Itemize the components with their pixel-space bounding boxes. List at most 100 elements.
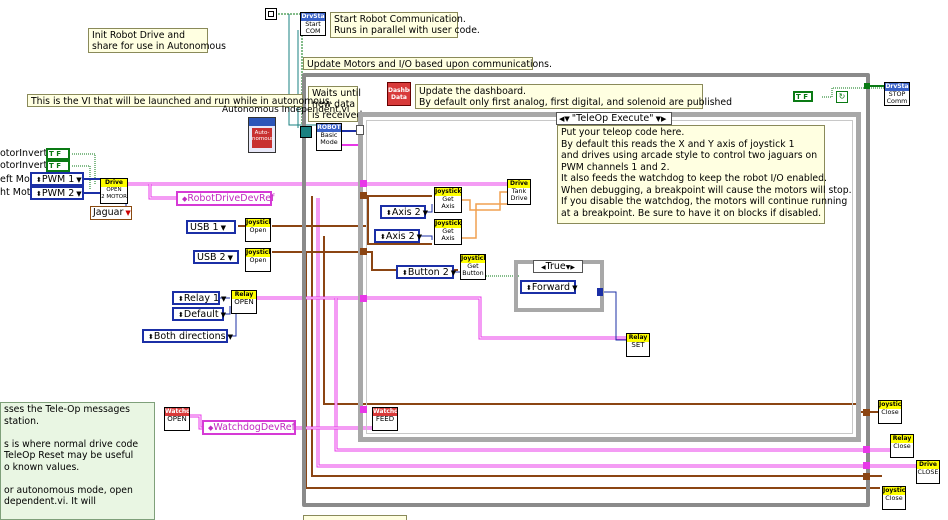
stop-comm-bool[interactable]: T F [793,91,813,102]
joystick-open-vi-1[interactable]: Joystick Open [245,218,271,242]
relay-open-vi[interactable]: Relay OPEN [231,290,257,314]
usb2-dropdown-icon[interactable]: ▼ [227,254,233,262]
true-dec-icon[interactable]: ◀ [540,264,546,271]
robot-basic-mode-vi[interactable]: ROBOT Basic Mode [316,123,342,151]
mode-indicator [300,126,312,138]
drive-close-vi[interactable]: Drive CLOSE [916,460,940,484]
true-case-label: True [545,261,566,272]
usb2-select[interactable]: USB 2▼ [193,250,239,264]
tunnel-loop-2 [863,462,870,469]
default-arrow: ⬍ [178,311,184,319]
case-teleop-label: "TeleOp Execute" [571,113,654,124]
get-axis-vi-1[interactable]: Joystick Get Axis [434,187,462,213]
drive-close-text: CLOSE [917,468,939,476]
pwm1-dropdown-icon[interactable]: ▼ [76,176,82,184]
wire-teal-1 [288,14,316,126]
true-inc-icon[interactable]: ▼▶ [565,264,576,271]
tank-drive-vi[interactable]: Drive Tank Drive [507,179,531,205]
default-select[interactable]: ⬍Default▼ [172,307,226,321]
case-dec-icon[interactable]: ◀▼ [559,115,570,123]
dashbd-body: Data [391,94,407,101]
drive-open-vi[interactable]: Drive OPEN 2 MOTOR [100,178,128,204]
basic-mode-pink-term [342,144,362,146]
axis2b-value: Axis 2 [385,231,415,242]
teleop-case-selector[interactable]: ◀▼"TeleOp Execute"▼▶ [556,112,672,125]
autonomous-vi-label: Autonomous Independent.vi [222,105,350,115]
joystick-open-text-2: Open [249,256,267,264]
button2-arrow: ⬍ [402,269,408,277]
usb1-select[interactable]: USB 1▼ [186,220,236,234]
usb1-value: USB 1 [190,222,219,233]
loop-stop-terminal[interactable] [864,83,870,89]
relay-close-text: Close [893,442,911,450]
joystick-close-text-1: Close [881,408,899,416]
watchdog-feed-vi[interactable]: Watchdog FEED [372,407,398,431]
pwm2-select[interactable]: ⬍PWM 2▼ [30,186,84,200]
dashboard-vi[interactable]: Dashbd Data [387,82,411,106]
bottom-note-fragment [303,515,407,520]
case-inc-icon[interactable]: ▼▶ [655,115,667,123]
joystick-open-vi-2[interactable]: Joystick Open [245,248,271,272]
usb1-dropdown-icon[interactable]: ▼ [220,224,226,232]
motor-inverted-bool-2[interactable]: T F [46,160,70,172]
axis2-select-b[interactable]: ⬍Axis 2▼ [374,229,423,243]
tunnel-brown-1 [360,192,367,199]
forward-dropdown-icon[interactable]: ▼ [572,284,578,292]
jaguar-value: Jaguar [93,207,124,218]
watchdog-open-text: OPEN [167,415,187,423]
motor-inverted-bool-1[interactable]: T F [46,148,70,160]
joystick-close-vi-2[interactable]: Joystick Close [882,486,906,510]
update-dashboard-note: Update the dashboard. By default only fi… [415,84,732,109]
pwm1-select[interactable]: ⬍PWM 1▼ [30,172,84,186]
stop-comm-select-icon[interactable]: ↻ [836,91,848,103]
true-case-selector[interactable]: ◀True▼▶ [533,260,583,273]
forward-value: Forward [531,282,571,293]
axis2-select-a[interactable]: ⬍Axis 2▼ [380,205,429,219]
relay1-select[interactable]: ⬍Relay 1▼ [172,291,226,305]
while-loop[interactable] [302,73,870,507]
watchdog-ref-icon: ◆ [208,424,214,432]
button2-select[interactable]: ⬍Button 2▼ [396,265,457,279]
robot-drive-devref[interactable]: ◆RobotDriveDevRef [176,191,275,206]
relay-set-vi[interactable]: Relay SET [626,333,650,357]
autonomous-vi-icon[interactable]: Auto- nomous [248,117,276,153]
true-case-out-tunnel [597,288,603,296]
selector-terminal [356,125,364,135]
drive-open-text: OPEN 2 MOTOR [101,187,127,200]
stop-comm-vi[interactable]: DrvSta STOP Comm [884,82,910,106]
relay1-dropdown-icon[interactable]: ▼ [221,295,227,303]
pwm2-dropdown-icon[interactable]: ▼ [76,190,82,198]
robot-drive-ref-icon: ◆ [182,195,188,203]
button2-dropdown-icon[interactable]: ▼ [450,269,457,277]
watchdog-open-vi[interactable]: Watchdog OPEN [164,407,190,431]
joystick-open-text-1: Open [249,226,267,234]
both-directions-select[interactable]: ⬍Both directions▼ [142,329,233,343]
watchdog-ref-label: WatchdogDevRef [213,422,295,433]
get-axis-vi-2[interactable]: Joystick Get Axis [434,219,462,245]
get-axis-text-2: Get Axis [441,227,455,242]
both-dir-dropdown-icon[interactable]: ▼ [227,333,233,341]
pwm2-value: PWM 2 [41,188,75,199]
robot-drive-ref-label: RobotDriveDevRef [187,193,275,204]
axis2a-dropdown-icon[interactable]: ▼ [422,209,429,217]
watchdog-devref[interactable]: ◆WatchdogDevRef [202,420,296,435]
tunnel-loop-1 [863,446,870,453]
jaguar-dropdown-icon[interactable]: ▼ [125,209,131,217]
true-constant-top[interactable] [265,8,277,20]
waits-until-note: Waits until new data is received [308,86,362,122]
relay-open-text: OPEN [234,298,254,306]
default-value: Default [183,309,219,320]
relay-close-vi[interactable]: Relay Close [890,434,914,458]
forward-select[interactable]: ⬍Forward▼ [520,280,578,294]
get-button-vi[interactable]: Joystick Get Button [460,254,486,280]
stop-comm-bool-text: T F [796,93,808,101]
start-com-text: Start COM [305,20,321,35]
dashbd-head: Dashbd [388,87,411,94]
jaguar-select[interactable]: Jaguar▼ [90,206,132,220]
start-com-vi[interactable]: DrvSta Start COM [300,12,326,36]
axis2b-dropdown-icon[interactable]: ▼ [416,233,423,241]
default-dropdown-icon[interactable]: ▼ [220,311,226,319]
joystick-close-vi-1[interactable]: Joystick Close [878,400,902,424]
axis2a-value: Axis 2 [391,207,421,218]
right-motor-label: ht Moto [0,187,37,198]
